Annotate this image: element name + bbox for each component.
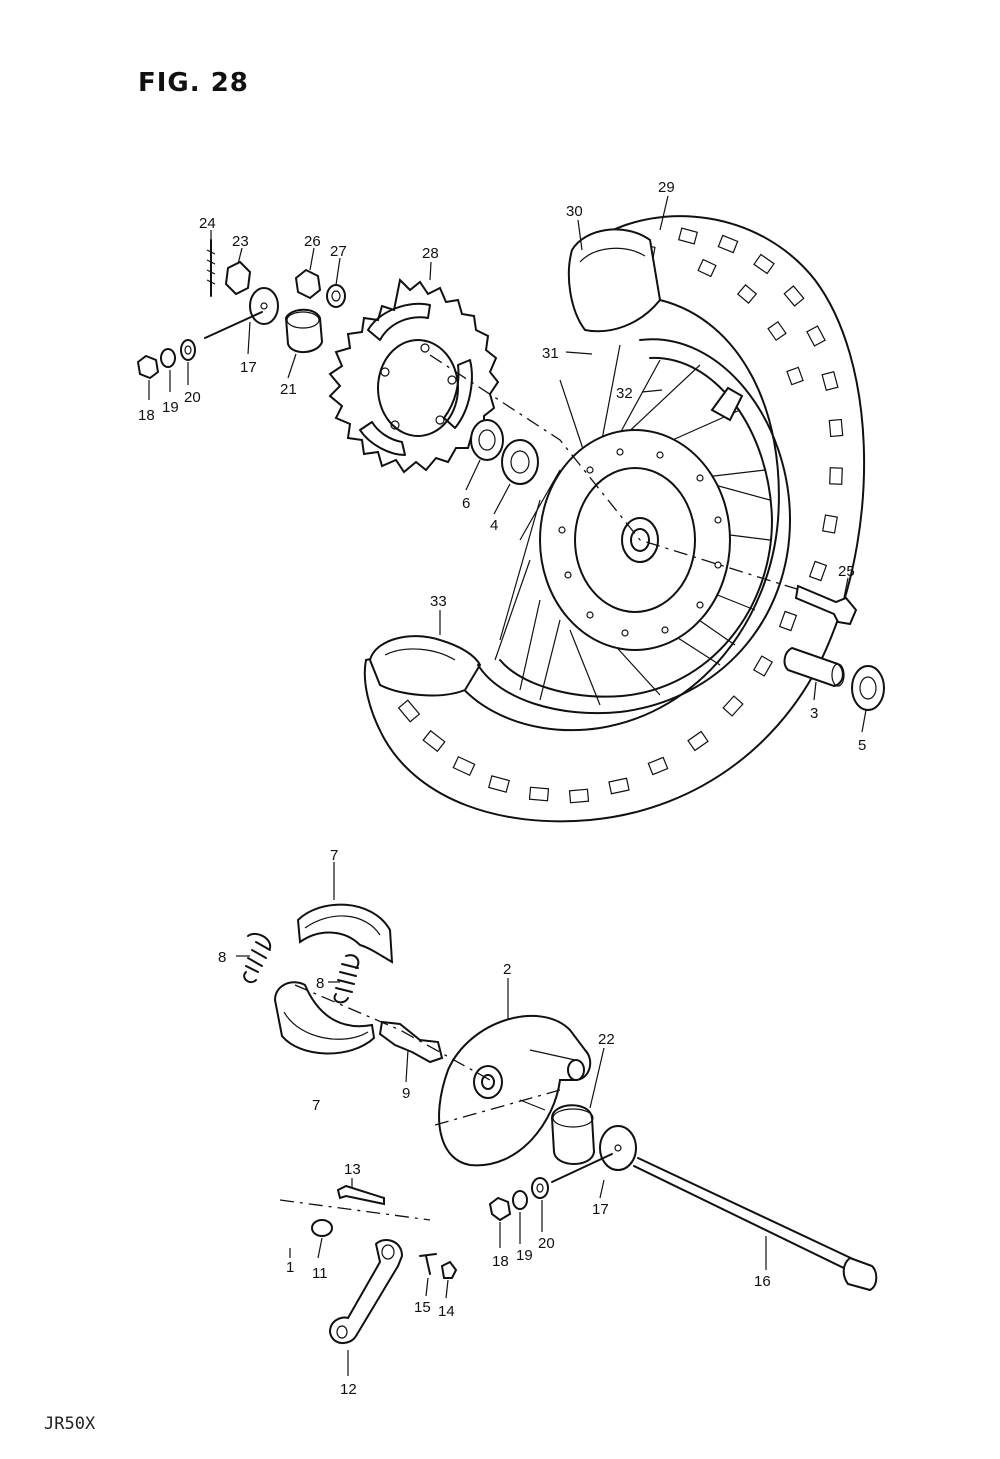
callout-labels: 24 23 26 27 28 30 29 31 32 17 21 18 19 2… <box>138 179 866 1398</box>
callout-8a: 8 <box>218 949 226 966</box>
sprocket <box>328 277 500 474</box>
callout-17a: 17 <box>240 359 257 376</box>
nut-26 <box>294 268 322 300</box>
tire <box>363 215 866 823</box>
oil-seal-4 <box>501 439 539 485</box>
chain-adjuster-17 <box>204 287 279 339</box>
spring-8-right <box>333 954 360 1004</box>
washer-19 <box>160 348 176 368</box>
callout-26: 26 <box>304 233 321 250</box>
callout-22: 22 <box>598 1031 615 1048</box>
callout-13: 13 <box>344 1161 361 1178</box>
figure-title: FIG. 28 <box>138 68 249 98</box>
hub <box>539 429 731 651</box>
callout-7a: 7 <box>330 847 338 864</box>
callout-15: 15 <box>414 1299 431 1316</box>
callout-12: 12 <box>340 1381 357 1398</box>
brake-shoe-upper <box>296 903 394 964</box>
callout-4: 4 <box>490 517 498 534</box>
callout-19a: 19 <box>162 399 179 416</box>
bolt-25 <box>794 584 858 626</box>
spacer-22 <box>550 1104 596 1165</box>
callout-1: 1 <box>286 1259 294 1276</box>
callout-21: 21 <box>280 381 297 398</box>
callout-7b: 7 <box>312 1097 320 1114</box>
callout-18a: 18 <box>138 407 155 424</box>
washer-20 <box>180 339 196 361</box>
callout-30: 30 <box>566 203 583 220</box>
callout-23: 23 <box>232 233 249 250</box>
callout-17b: 17 <box>592 1201 609 1218</box>
brake-cam-9 <box>378 1020 444 1064</box>
washer-20-lower <box>531 1177 549 1199</box>
washer-19-lower <box>512 1190 528 1210</box>
callout-32: 32 <box>616 385 633 402</box>
washer-11 <box>311 1219 333 1237</box>
callout-5: 5 <box>858 737 866 754</box>
spacer-3 <box>783 646 845 688</box>
callout-29: 29 <box>658 179 675 196</box>
callout-33: 33 <box>430 593 447 610</box>
callout-2: 2 <box>503 961 511 978</box>
tube-section-upper <box>567 228 662 333</box>
callout-14: 14 <box>438 1303 455 1320</box>
callout-11: 11 <box>312 1265 328 1282</box>
spacer-21 <box>284 308 324 353</box>
callout-25: 25 <box>838 563 855 580</box>
nut-18-lower <box>488 1196 512 1222</box>
callout-16: 16 <box>754 1273 771 1290</box>
bearing-6 <box>470 419 504 461</box>
washer-27 <box>326 284 346 308</box>
callout-19b: 19 <box>516 1247 533 1264</box>
chain-adjuster-17-lower <box>551 1125 637 1183</box>
callout-20b: 20 <box>538 1235 555 1252</box>
callout-18b: 18 <box>492 1253 509 1270</box>
adjuster-nut-23 <box>224 260 252 296</box>
callout-28: 28 <box>422 245 439 262</box>
callout-8b: 8 <box>316 975 324 992</box>
brake-shoe-lower <box>273 981 376 1055</box>
callout-24: 24 <box>199 215 216 232</box>
callout-27: 27 <box>330 243 347 260</box>
callout-3: 3 <box>810 705 818 722</box>
callout-6: 6 <box>462 495 470 512</box>
bolt-15 <box>419 1253 437 1275</box>
nut-18 <box>136 354 160 380</box>
chain-adjuster-bolt-24 <box>206 239 216 297</box>
axle-16 <box>633 1157 878 1292</box>
brake-cam-lever-12 <box>328 1239 404 1344</box>
callout-20a: 20 <box>184 389 201 406</box>
leader-lines <box>148 195 867 1376</box>
callout-31: 31 <box>542 345 559 362</box>
nut-14 <box>440 1260 458 1279</box>
brake-panel-2 <box>438 1015 592 1167</box>
spring-8-left <box>243 932 272 984</box>
bearing-5 <box>851 665 885 711</box>
lever-centerline <box>279 1199 431 1221</box>
callout-9: 9 <box>402 1085 410 1102</box>
valve <box>710 386 744 422</box>
axle-centerline-lower <box>294 984 561 1126</box>
bolt-13 <box>336 1184 385 1206</box>
model-code: JR50X <box>44 1414 96 1434</box>
tube-section-lower <box>368 635 482 697</box>
